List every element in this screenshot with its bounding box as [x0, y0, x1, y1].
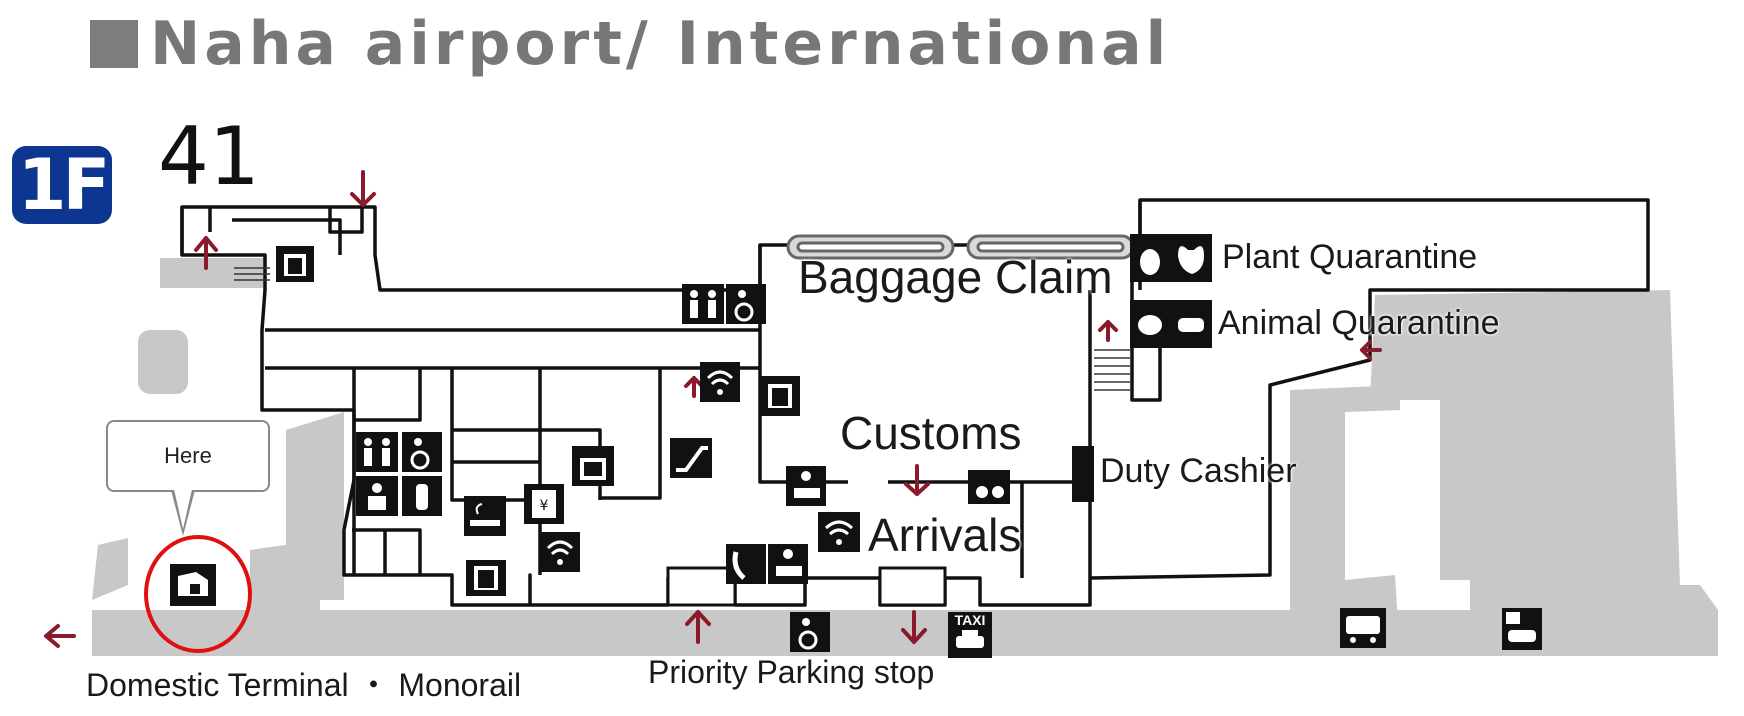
animal-quarantine-label: Animal Quarantine: [1218, 304, 1500, 342]
current-location-marker: [144, 535, 252, 653]
title-marker: [90, 20, 138, 68]
baggage-claim-label: Baggage Claim: [798, 251, 1113, 303]
here-bubble-tail-inner: [173, 485, 193, 529]
duty-cashier-label: Duty Cashier: [1100, 452, 1297, 490]
bus-icon: [1340, 608, 1386, 648]
page-title: Naha airport/ International: [150, 9, 1171, 79]
floor-badge: 1F: [12, 146, 112, 224]
wifi-icon: [700, 362, 740, 402]
wheelchair-icon: [790, 612, 830, 652]
restroom-icon: [682, 284, 724, 324]
locker-icon: [572, 446, 614, 486]
entrance-doors: [666, 566, 947, 607]
customs-label: Customs: [840, 407, 1022, 459]
wheelchair-icon: [726, 284, 766, 324]
domestic-terminal-label: Domestic Terminal ・ Monorail: [86, 667, 522, 703]
arrivals-label: Arrivals: [868, 509, 1022, 561]
elevator-icon: [276, 246, 314, 282]
plant-icon: [1130, 234, 1212, 282]
duty-cashier-marker: [1072, 446, 1094, 502]
atm-icon: ¥: [524, 484, 564, 524]
here-bubble: Here: [106, 420, 270, 492]
elevator-icon: [760, 376, 800, 416]
escalator-icon: [670, 438, 712, 478]
taxi-icon: [948, 612, 992, 658]
plant-quarantine-label: Plant Quarantine: [1222, 238, 1478, 276]
information-icon: [786, 466, 826, 506]
elevator-icon: [466, 560, 506, 596]
facility-icons: ¥: [170, 234, 1542, 658]
telephone-icon: [726, 544, 766, 584]
animal-icon: [1130, 300, 1212, 348]
here-label: Here: [164, 443, 212, 468]
walkway-areas: [92, 258, 1718, 656]
priority-parking-label: Priority Parking stop: [648, 654, 935, 690]
stairs: [234, 267, 1130, 391]
gate-number: 41: [158, 110, 260, 203]
exit-arrows: [44, 170, 1382, 648]
nursing-bottle-icon: [402, 476, 442, 516]
baby-care-icon: [356, 476, 398, 516]
wifi-icon: [818, 512, 860, 552]
smoking-icon: [464, 496, 506, 536]
svg-text:¥: ¥: [540, 498, 549, 514]
wifi-icon: [540, 532, 580, 572]
information-icon: [768, 544, 808, 584]
currency-exchange-icon: [968, 470, 1010, 504]
baggage-carousels: [786, 234, 1135, 260]
restroom-icon: [356, 432, 398, 472]
wheelchair-icon: [402, 432, 442, 472]
taxi-label: TAXI: [954, 612, 986, 628]
rental-car-icon: [1502, 608, 1542, 650]
